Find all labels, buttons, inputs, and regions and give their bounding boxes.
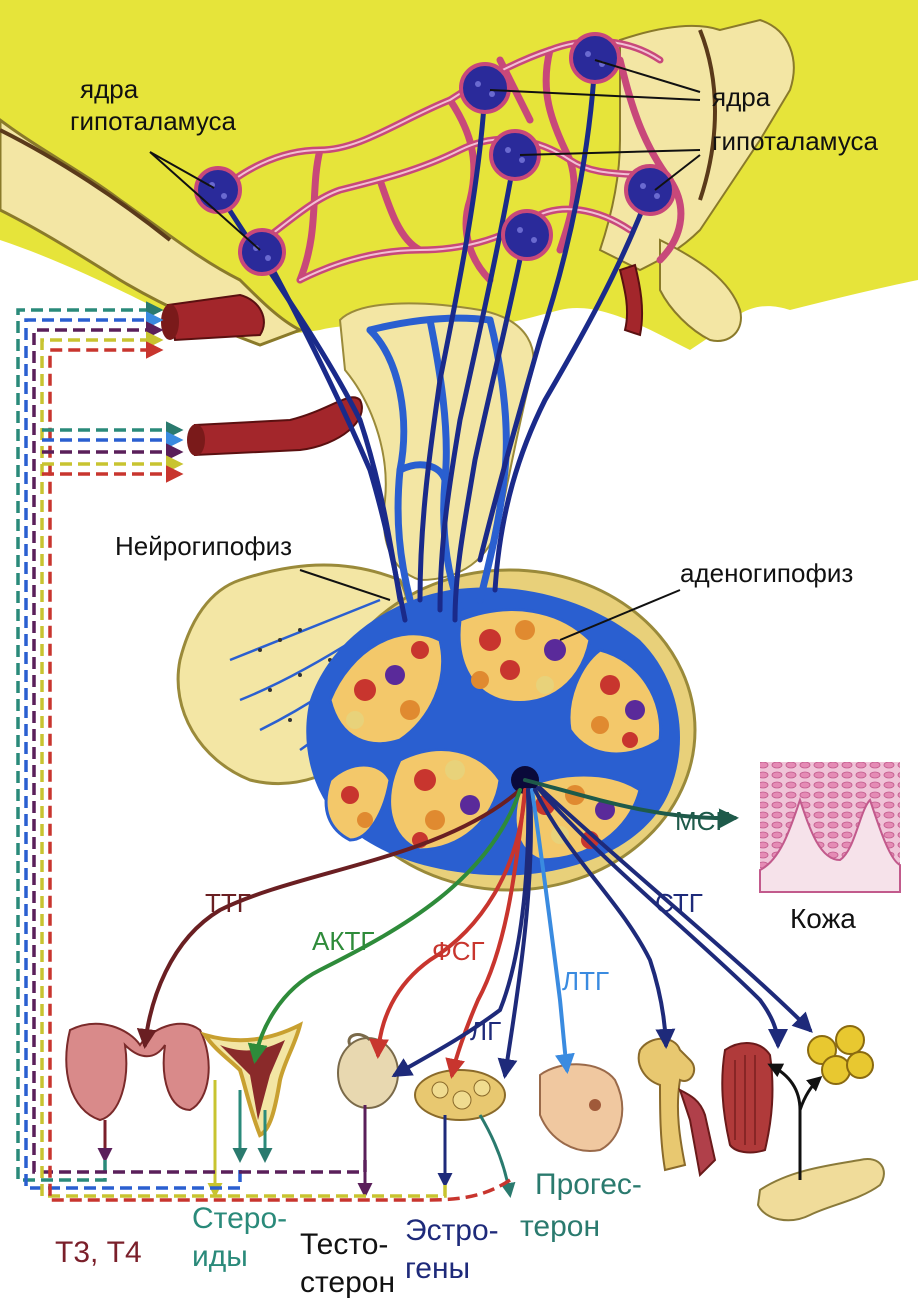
label-ltg: ЛТГ — [562, 966, 609, 996]
label-stg: СТГ — [655, 888, 703, 918]
adrenal-gland — [205, 1025, 300, 1135]
label-nuclei-right-1: ядра — [712, 82, 771, 112]
label-t3t4: Т3, Т4 — [55, 1236, 142, 1269]
label-nuclei-left-1: ядра — [80, 74, 139, 104]
label-testosterone-2: стерон — [300, 1266, 395, 1299]
label-nuclei-left-2: гипоталамуса — [70, 106, 237, 136]
skin-sample — [760, 762, 900, 892]
thyroid-gland — [66, 1024, 208, 1120]
label-testosterone-1: Тесто- — [300, 1228, 388, 1261]
label-fsg: ФСГ — [432, 936, 485, 966]
label-adenohypophysis: аденогипофиз — [680, 558, 853, 588]
label-ttg: ТТГ — [205, 888, 251, 918]
label-msg: МСГ — [675, 806, 730, 836]
testis — [338, 1035, 398, 1108]
label-progesterone-1: Прогес- — [535, 1168, 642, 1201]
label-nuclei-right-2: гипоталамуса — [712, 126, 879, 156]
bone — [639, 1039, 715, 1175]
label-neurohypophysis: Нейрогипофиз — [115, 531, 292, 561]
label-skin: Кожа — [790, 903, 856, 934]
label-estrogens-1: Эстро- — [405, 1214, 499, 1247]
fat-cells — [808, 1026, 873, 1084]
pancreas-arrows — [770, 1065, 820, 1180]
ovary — [415, 1070, 505, 1120]
pancreas — [758, 1159, 884, 1220]
hypothalamus-region — [0, 0, 918, 350]
muscle — [722, 1043, 772, 1152]
mammary-gland — [540, 1064, 622, 1151]
label-steroids-2: иды — [192, 1240, 248, 1273]
label-progesterone-2: терон — [520, 1210, 600, 1243]
label-aktg: АКТГ — [312, 926, 374, 956]
label-lg: ЛГ — [470, 1016, 501, 1046]
label-steroids-1: Стеро- — [192, 1202, 287, 1235]
label-estrogens-2: гены — [405, 1252, 470, 1285]
